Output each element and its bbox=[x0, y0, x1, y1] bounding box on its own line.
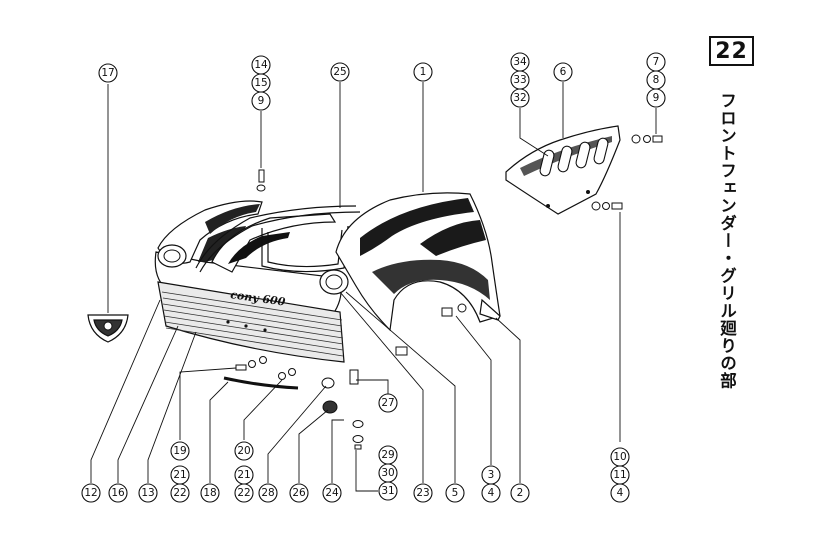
svg-text:19: 19 bbox=[173, 445, 186, 457]
svg-text:28: 28 bbox=[261, 487, 274, 499]
callout-9b: 9 bbox=[251, 91, 271, 111]
svg-text:34: 34 bbox=[513, 56, 527, 68]
svg-text:4: 4 bbox=[617, 487, 624, 499]
svg-text:18: 18 bbox=[203, 487, 216, 499]
callout-24: 24 bbox=[322, 483, 342, 503]
callout-10: 10 bbox=[610, 447, 630, 467]
leader-lines bbox=[90, 82, 657, 492]
callout-28: 28 bbox=[258, 483, 278, 503]
callout-18: 18 bbox=[200, 483, 220, 503]
callout-33: 33 bbox=[510, 70, 530, 90]
callout-11: 11 bbox=[610, 465, 630, 485]
svg-text:21: 21 bbox=[237, 469, 250, 481]
callout-34: 34 bbox=[510, 52, 530, 72]
svg-text:7: 7 bbox=[653, 56, 660, 68]
svg-text:11: 11 bbox=[613, 469, 626, 481]
callout-16: 16 bbox=[108, 483, 128, 503]
svg-text:1: 1 bbox=[420, 66, 427, 78]
svg-text:9: 9 bbox=[258, 95, 265, 107]
front-emblem-part bbox=[87, 314, 129, 343]
svg-text:6: 6 bbox=[560, 66, 567, 78]
svg-text:13: 13 bbox=[141, 487, 154, 499]
hood-moulding-part bbox=[195, 205, 361, 273]
callout-4a: 4 bbox=[481, 483, 501, 503]
svg-text:22: 22 bbox=[173, 487, 186, 499]
callout-22b: 22 bbox=[234, 483, 254, 503]
svg-text:16: 16 bbox=[111, 487, 125, 499]
svg-text:33: 33 bbox=[513, 74, 526, 86]
callout-21a: 21 bbox=[170, 465, 190, 485]
svg-text:20: 20 bbox=[237, 445, 250, 457]
callout-32: 32 bbox=[510, 88, 530, 108]
page-title: フロントフェンダー・グリル廻りの部 bbox=[717, 92, 737, 390]
callout-29: 29 bbox=[378, 445, 398, 465]
callout-21b: 21 bbox=[234, 465, 254, 485]
callout-1: 1 bbox=[413, 62, 433, 82]
hardware-parts bbox=[223, 134, 663, 450]
callout-2: 2 bbox=[510, 483, 530, 503]
svg-text:9: 9 bbox=[653, 92, 660, 104]
callout-20: 20 bbox=[234, 441, 254, 461]
callout-4b: 4 bbox=[610, 483, 630, 503]
svg-text:29: 29 bbox=[381, 449, 394, 461]
callout-5: 5 bbox=[445, 483, 465, 503]
callout-13: 13 bbox=[138, 483, 158, 503]
callout-6: 6 bbox=[553, 62, 573, 82]
svg-text:17: 17 bbox=[101, 67, 114, 79]
front-fender-part bbox=[319, 192, 501, 332]
svg-text:15: 15 bbox=[254, 77, 267, 89]
svg-text:12: 12 bbox=[84, 487, 97, 499]
callout-7: 7 bbox=[646, 52, 666, 72]
svg-text:32: 32 bbox=[513, 92, 526, 104]
svg-text:2: 2 bbox=[517, 487, 524, 499]
page-number-badge: 22 bbox=[709, 36, 754, 66]
svg-text:3: 3 bbox=[488, 469, 495, 481]
callout-9a: 9 bbox=[646, 88, 666, 108]
callout-23: 23 bbox=[413, 483, 433, 503]
svg-text:25: 25 bbox=[333, 66, 346, 78]
svg-text:23: 23 bbox=[416, 487, 429, 499]
callout-22a: 22 bbox=[170, 483, 190, 503]
callout-12: 12 bbox=[81, 483, 101, 503]
svg-text:27: 27 bbox=[381, 397, 394, 409]
callout-3: 3 bbox=[481, 465, 501, 485]
svg-text:14: 14 bbox=[254, 59, 268, 71]
svg-text:10: 10 bbox=[613, 451, 626, 463]
svg-text:22: 22 bbox=[237, 487, 250, 499]
svg-text:4: 4 bbox=[488, 487, 495, 499]
svg-text:8: 8 bbox=[653, 74, 660, 86]
callout-15: 15 bbox=[251, 73, 271, 93]
svg-text:21: 21 bbox=[173, 469, 186, 481]
callout-26: 26 bbox=[289, 483, 309, 503]
front-grille-assembly: cony 600 bbox=[154, 200, 345, 363]
svg-text:26: 26 bbox=[292, 487, 306, 499]
callout-19: 19 bbox=[170, 441, 190, 461]
svg-text:24: 24 bbox=[325, 487, 339, 499]
callout-17: 17 bbox=[98, 63, 118, 83]
callout-25: 25 bbox=[330, 62, 350, 82]
callout-31: 31 bbox=[378, 481, 398, 501]
callout-8: 8 bbox=[646, 70, 666, 90]
callout-30: 30 bbox=[378, 463, 398, 483]
svg-text:30: 30 bbox=[381, 467, 394, 479]
callout-27: 27 bbox=[378, 393, 398, 413]
side-louvre-plate-part bbox=[505, 125, 621, 215]
svg-text:5: 5 bbox=[452, 487, 459, 499]
svg-text:31: 31 bbox=[381, 485, 394, 497]
callout-14: 14 bbox=[251, 55, 271, 75]
